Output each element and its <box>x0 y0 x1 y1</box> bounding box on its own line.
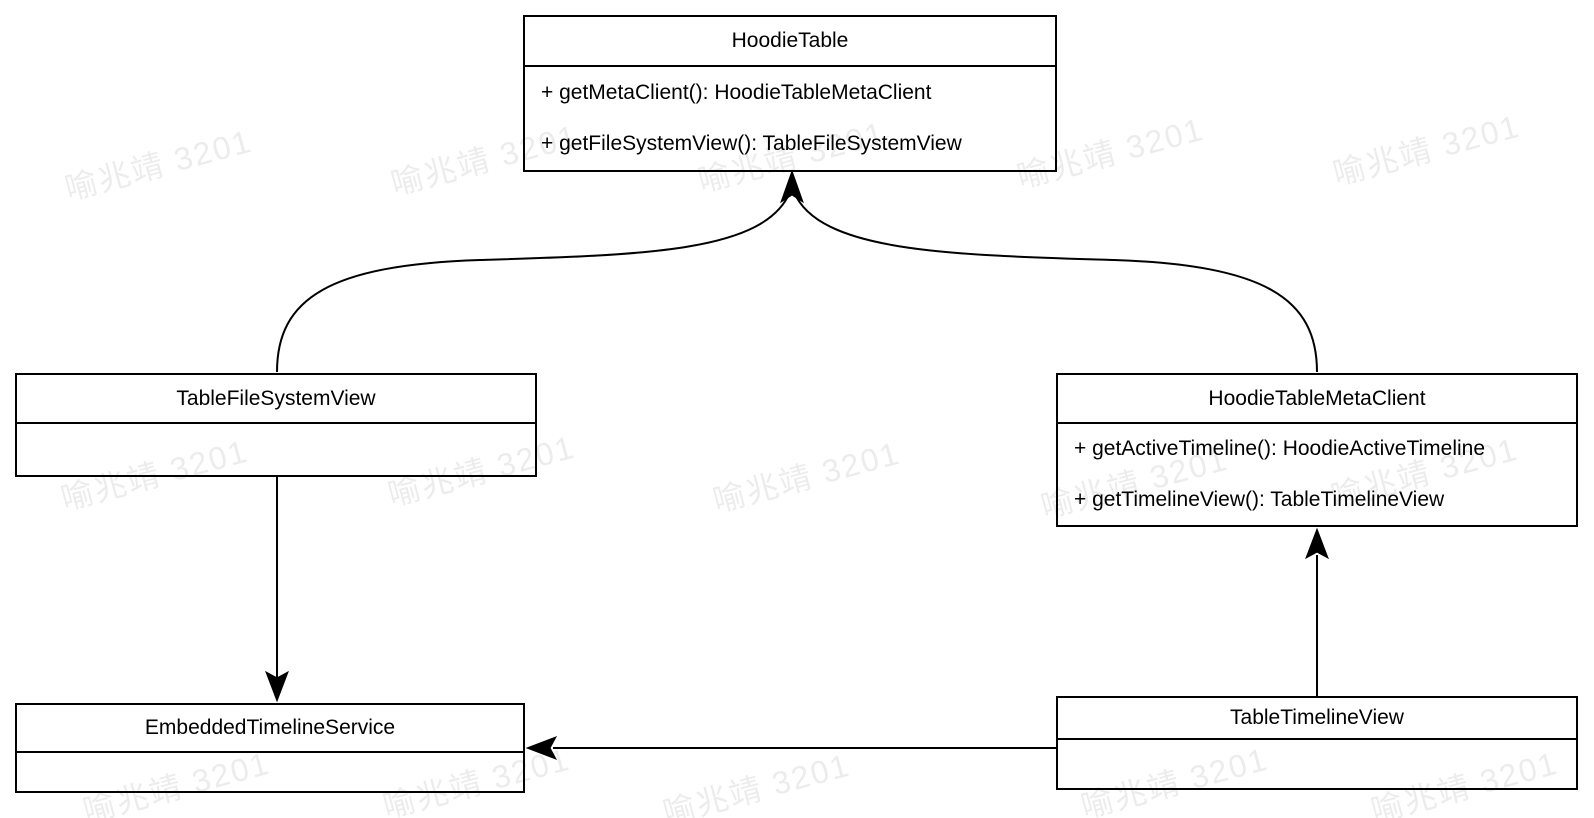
edge-hoodietablemetaclient-to-hoodietable <box>793 191 1318 373</box>
class-box-embeddedtimelineservice: EmbeddedTimelineService <box>15 703 525 793</box>
class-title-tablefilesystemview: TableFileSystemView <box>17 375 535 424</box>
method-getfilesystemview: + getFileSystemView(): TableFileSystemVi… <box>541 132 962 156</box>
method-getmetaclient: + getMetaClient(): HoodieTableMetaClient <box>541 80 932 104</box>
arrowhead-up-hoodietablemetaclient <box>1305 527 1329 560</box>
class-box-hoodietable: HoodieTable + getMetaClient(): HoodieTab… <box>523 15 1057 172</box>
class-box-tabletimelineview: TableTimelineView <box>1056 696 1578 790</box>
class-title-embeddedtimelineservice: EmbeddedTimelineService <box>17 705 523 753</box>
class-box-tablefilesystemview: TableFileSystemView <box>15 373 537 477</box>
class-body-tablefilesystemview <box>17 424 535 475</box>
method-getactivetimeline: + getActiveTimeline(): HoodieActiveTimel… <box>1074 437 1486 461</box>
method-gettimelineview: + getTimelineView(): TableTimelineView <box>1074 487 1445 511</box>
class-body-embeddedtimelineservice <box>17 753 523 791</box>
class-box-hoodietablemetaclient: HoodieTableMetaClient + getActiveTimelin… <box>1056 373 1578 527</box>
class-body-hoodietable: + getMetaClient(): HoodieTableMetaClient… <box>525 67 1055 170</box>
edge-tablefilesystemview-to-hoodietable <box>276 191 791 373</box>
class-title-tabletimelineview: TableTimelineView <box>1058 698 1576 740</box>
arrowhead-down-embeddedtimelineservice <box>265 670 289 703</box>
class-body-tabletimelineview <box>1058 740 1576 788</box>
arrowhead-up-hoodietable <box>780 169 804 204</box>
class-title-hoodietable: HoodieTable <box>525 17 1055 67</box>
arrowhead-left-embeddedtimelineservice <box>525 736 558 760</box>
class-body-hoodietablemetaclient: + getActiveTimeline(): HoodieActiveTimel… <box>1058 424 1576 525</box>
class-title-hoodietablemetaclient: HoodieTableMetaClient <box>1058 375 1576 424</box>
